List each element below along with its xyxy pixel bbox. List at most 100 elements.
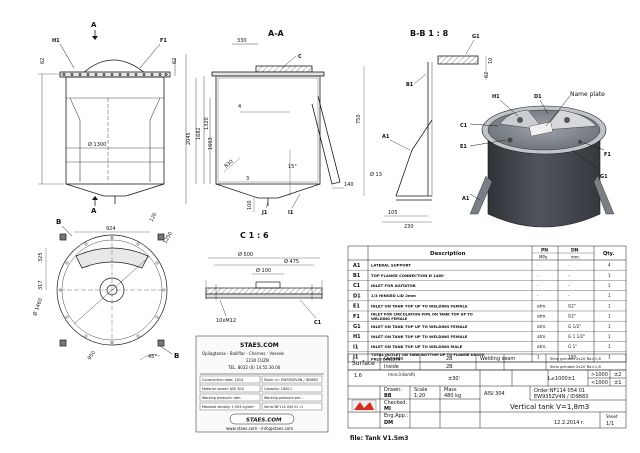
table-row-description: INLET ON TANK TOP UP TO WELDING FEMALE <box>371 303 468 308</box>
table-row-id: H1 <box>353 334 361 340</box>
table-row-pn: - <box>537 283 539 288</box>
c-dim-100: Ø 100 <box>256 267 271 274</box>
table-row-dn: G 1 1/2" <box>568 334 585 339</box>
top-dim-45: 45° <box>148 354 157 360</box>
iso-f1-label: F1 <box>604 152 611 158</box>
top-dim-325: 325 <box>38 252 44 262</box>
table-row-pn: - <box>537 273 539 278</box>
section-bb: B-B 1 : 8 G1 10 62 B1 750 A1 Ø 13 105 23… <box>356 29 494 230</box>
tolerance-gt1000: >1000 <box>591 372 608 378</box>
company-footer: www.staes.com - info@staes.com <box>226 426 293 431</box>
company-card-field: Maximal density: 1,953 kg/dm³ <box>202 405 255 409</box>
checked-value: MI <box>384 406 391 412</box>
eng-value: DM <box>384 420 393 426</box>
top-dim-924: 924 <box>106 226 116 232</box>
iso-g1-label: G1 <box>600 174 608 180</box>
table-row-qty: 1 <box>608 334 611 339</box>
table-row-qty: 1 <box>608 283 611 288</box>
weld-outside-value: Strip grinded 2x20 Ra<1,8 <box>550 356 601 361</box>
front-dim-1682: 1682 <box>196 127 202 140</box>
aa-c-label: C <box>298 54 302 60</box>
tolerance-pm1: ±1 <box>614 380 621 386</box>
company-line3: TEL. 8032 (0) 14.55.30.00 <box>227 365 281 370</box>
table-row-description: TOTAL OUTLET ON TANK BOTTOM UP TO FLANGE… <box>371 353 485 357</box>
eng-label: Eng.App.: <box>384 413 408 419</box>
c-dim-500: Ø 500 <box>238 251 253 258</box>
company-line2: 2230 CUZN <box>246 358 269 363</box>
drawing-title: Vertical tank V=1,8m3 <box>510 403 589 411</box>
roughness-note: (min.0,8xmR) <box>388 372 416 377</box>
view-letter-a-top: A <box>91 21 97 29</box>
iso-e1-label: E1 <box>460 144 467 150</box>
table-row-pn: - <box>537 293 539 298</box>
tolerance-length: L≤1000±1 <box>548 376 575 382</box>
top-dim-950: 950 <box>87 350 97 361</box>
company-line1: Opilagtanks - Bailiflar - Chernes - Vess… <box>202 351 284 356</box>
welding-seam-label: Welding seam <box>480 356 515 362</box>
roughness-value: 1.6 <box>354 373 362 379</box>
c-c1-label: C1 <box>314 320 322 326</box>
section-aa: A-A 330 C 4 15° 140 1320 1603 830 3 100 … <box>203 29 354 216</box>
bb-dim-10: 10 <box>488 58 494 64</box>
table-row-description: INLET FOR CIRCULATION PIPE ON TANK TOP U… <box>371 312 473 316</box>
table-header-qty: Qty. <box>603 251 614 257</box>
aa-dim-3: 3 <box>246 176 249 182</box>
table-header-dn: DN <box>571 248 579 254</box>
table-header-pn-unit: MPa <box>539 255 548 260</box>
top-view: B 924 120 1250 325 317 Ø 1460 950 45° B <box>31 212 179 361</box>
table-row-qty: 1 <box>608 303 611 308</box>
top-dim-1460: Ø 1460 <box>31 297 44 317</box>
company-card-field: Serial NF114 054 01 r1 <box>264 405 303 409</box>
table-row-id: D1 <box>353 293 361 299</box>
front-f1-label: F1 <box>160 38 167 44</box>
iso-view: H1 D1 Name plate C1 E1 F1 G1 A1 <box>460 91 615 228</box>
table-row-id: G1 <box>353 324 361 330</box>
table-row-description: TOP FLANGE CONNECTION Ø 1460 <box>371 273 444 278</box>
front-dim-2045: 2045 <box>186 132 192 145</box>
table-row-id: B1 <box>353 273 361 279</box>
table-row-description: INLET FOR AGITATOR <box>371 283 416 288</box>
table-header-dn-unit: mm. <box>571 255 580 260</box>
table-row-id: F1 <box>353 314 360 320</box>
table-row-qty: 1 <box>608 293 611 298</box>
table-row-description-cont: WELDING FEMALE <box>371 317 408 321</box>
surface-label: Surface <box>352 360 375 367</box>
section-c-title: C 1 : 6 <box>240 231 269 240</box>
tolerance-lt1000: <1000 <box>591 380 608 386</box>
table-row-qty: 1 <box>608 314 611 319</box>
top-dim-1250: 1250 <box>163 231 175 245</box>
bb-dim-750: 750 <box>356 114 362 124</box>
table-header-description: Description <box>430 251 466 257</box>
table-row-dn: G 1/2" <box>568 324 581 329</box>
mass-value: 480 kg <box>444 393 461 399</box>
drawn-value: BB <box>384 393 392 399</box>
bb-dim-105: 105 <box>388 210 398 216</box>
view-letter-a-bottom: A <box>91 207 97 215</box>
c-bolts-label: 10xM12 <box>216 318 236 324</box>
surface-inside-value: 2B <box>446 364 453 370</box>
table-row-pn: - <box>537 263 539 268</box>
iso-name-plate-label: Name plate <box>570 91 605 98</box>
company-card-field: Material vessel: AISI 304 <box>202 387 244 391</box>
table-row-dn: G2" <box>568 303 576 308</box>
table-row-description: INLET ON TANK TOP UP TO WELDING FEMALE <box>371 324 468 329</box>
table-row-dn: - <box>568 273 570 278</box>
table-row-pn: atm. <box>537 303 547 308</box>
table-row-pn: 1 <box>537 354 540 359</box>
checked-label: Checked: <box>384 400 407 406</box>
title-block-logo <box>351 399 377 413</box>
table-row-id: E1 <box>353 304 360 310</box>
surface-table: Surface Outside Inside 2B 2B Welding sea… <box>347 353 627 371</box>
table-row-id: J1 <box>352 355 359 361</box>
bb-dim-62: 62 <box>484 72 490 78</box>
aa-dim-1603: 1603 <box>208 137 214 150</box>
table-row-qty: 1 <box>608 344 611 349</box>
table-row-description: 1/3 HINGED LID 2mm <box>371 293 416 298</box>
table-row-id: I1 <box>353 344 359 350</box>
table-header-pn: PN <box>541 248 548 254</box>
company-card-field: Stock nr.: EW935ZV4N / ID9883 <box>264 378 318 382</box>
iso-d1-label: D1 <box>534 94 542 100</box>
table-row-pn: atm. <box>537 334 547 339</box>
